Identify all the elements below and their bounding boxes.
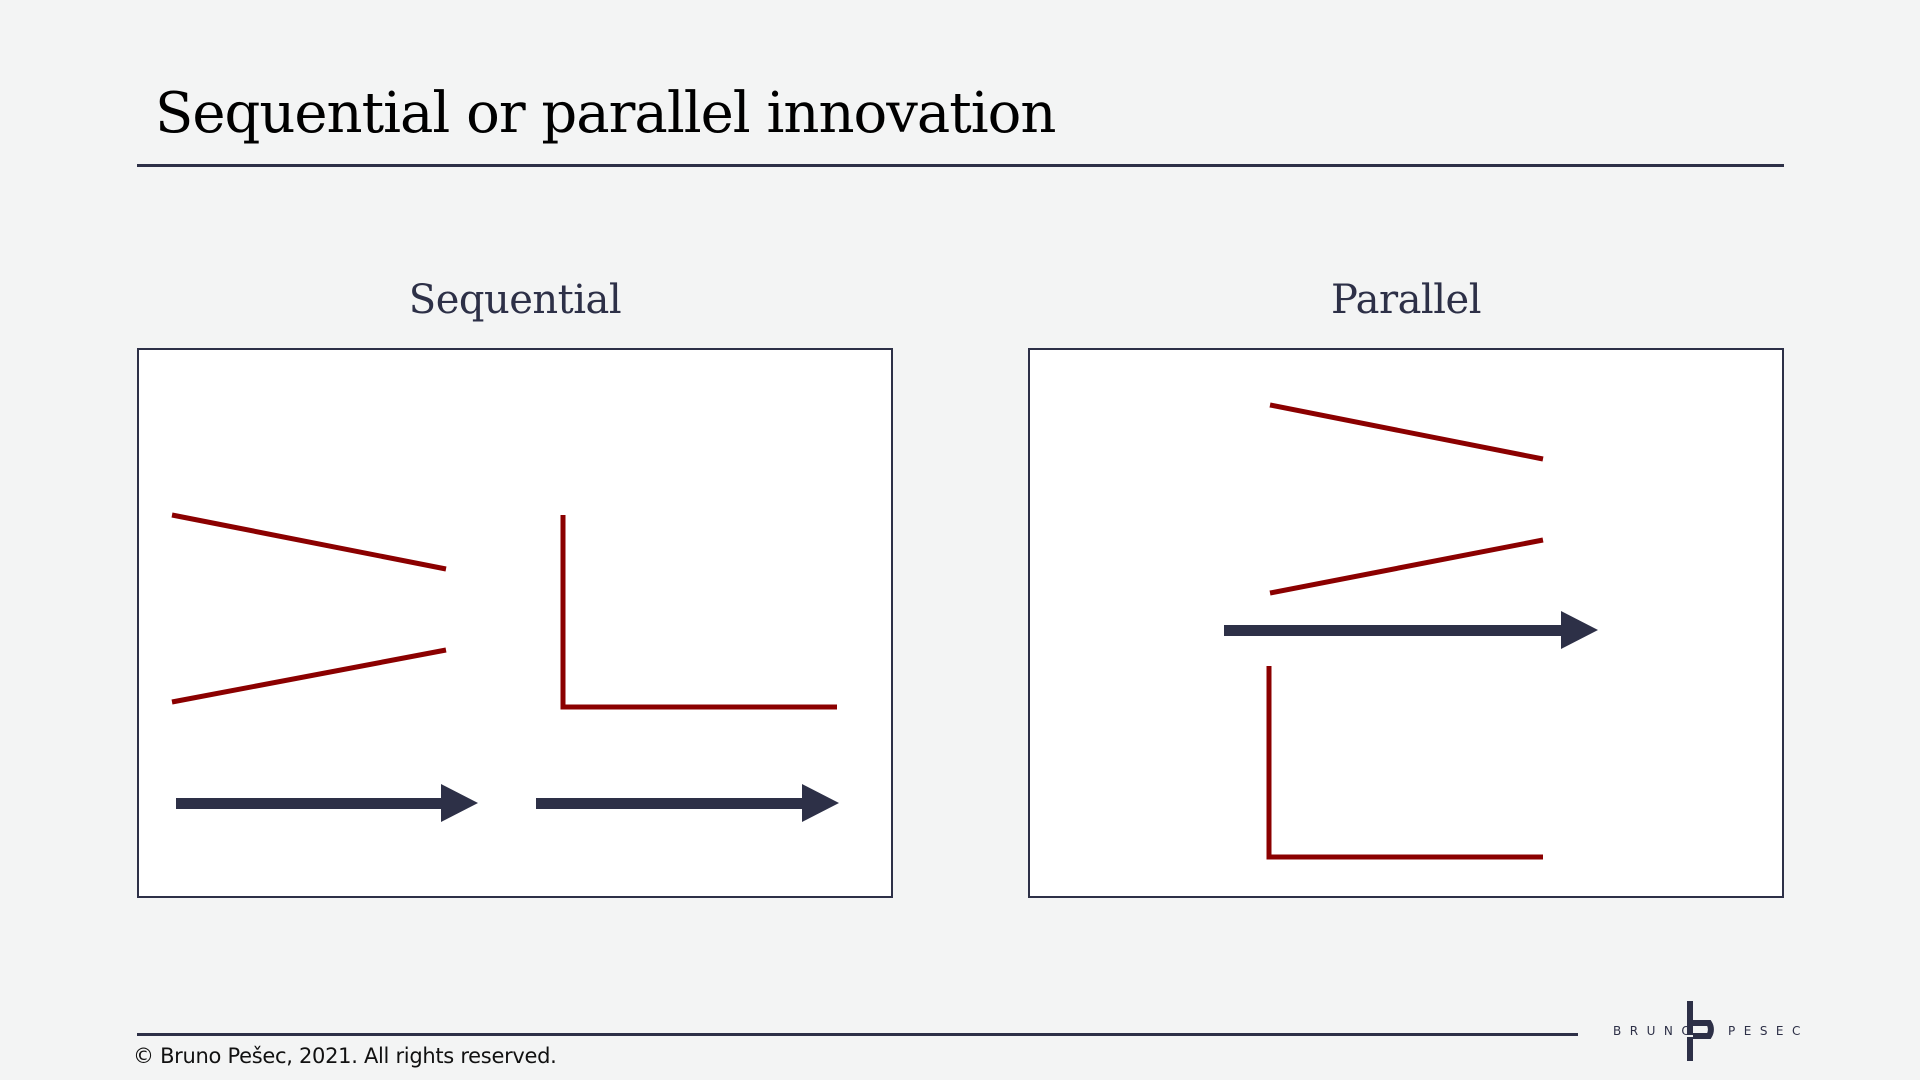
diverging-line-top [171,512,447,572]
slide-title: Sequential or parallel innovation [155,81,1056,146]
logo-word-pesec: PESEC [1728,1024,1809,1038]
diverging-line-bottom [171,647,447,705]
timeline-arrow-2 [536,784,839,822]
panel-parallel [1028,348,1784,898]
footer-rule [137,1033,1578,1036]
bp-monogram-icon [1687,1001,1714,1061]
copyright-text: © Bruno Pešec, 2021. All rights reserved… [133,1044,557,1068]
l-shape-angle [1266,666,1543,860]
timeline-arrow-1 [176,784,478,822]
sequential-diagram [171,512,839,822]
l-shape-angle [560,515,837,710]
parallel-diagram [1224,402,1598,860]
timeline-arrow [1224,611,1598,649]
diverging-line-top [1269,402,1544,462]
brand-logo: BRUNO PESEC [1605,995,1805,1070]
title-underline [137,164,1784,167]
panel-sequential [137,348,893,898]
logo-word-bruno: BRUNO [1613,1024,1700,1038]
panel-label-parallel: Parallel [1331,277,1481,323]
diverging-line-bottom [1269,537,1544,596]
panel-label-sequential: Sequential [408,277,622,323]
